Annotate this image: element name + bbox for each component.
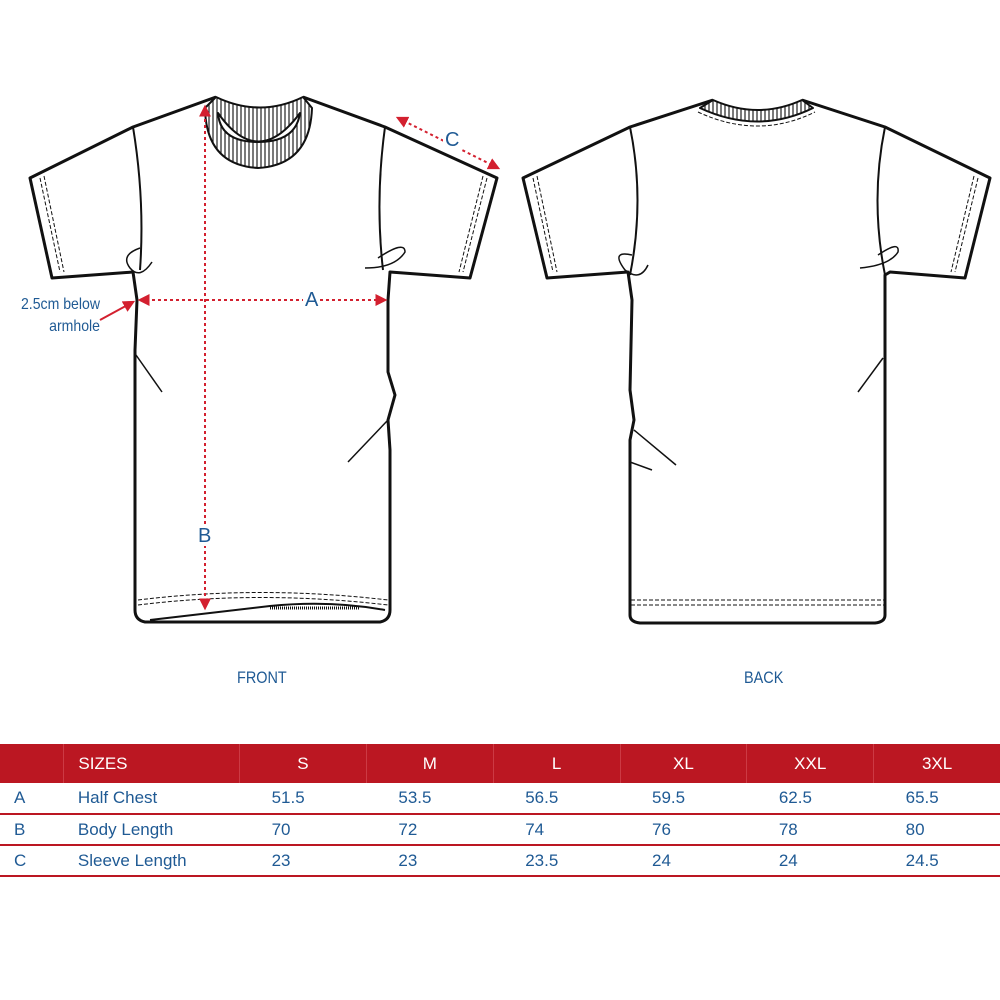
back-tshirt <box>521 98 992 625</box>
cell-3xl: 65.5 <box>873 783 1000 815</box>
cell-l: 56.5 <box>493 783 620 815</box>
cell-xxl: 24 <box>746 845 874 877</box>
cell-s: 70 <box>239 814 367 846</box>
cell-xl: 24 <box>620 845 747 877</box>
size-chart-header-row: SIZES S M L XL XXL 3XL <box>0 744 1000 783</box>
cell-xl: 76 <box>620 814 747 846</box>
row-name: Body Length <box>63 814 240 846</box>
header-size-m: M <box>366 744 494 783</box>
header-size-3xl: 3XL <box>873 744 1000 783</box>
tshirt-diagram: A B C 2.5cm below armhole FRONT BACK <box>0 95 992 687</box>
header-size-l: L <box>493 744 621 783</box>
dimension-label-c: C <box>443 129 462 151</box>
table-row-sleeve-length: C Sleeve Length 23 23 23.5 24 24 24.5 <box>0 845 1000 877</box>
table-row-body-length: B Body Length 70 72 74 76 78 80 <box>0 814 1000 846</box>
cell-l: 23.5 <box>493 845 620 877</box>
dimension-label-a: A <box>303 289 321 311</box>
header-code-cell <box>0 744 65 783</box>
cell-3xl: 80 <box>873 814 1000 846</box>
cell-s: 51.5 <box>239 783 367 815</box>
row-name: Half Chest <box>63 783 240 815</box>
cell-m: 23 <box>366 845 494 877</box>
front-tshirt <box>28 95 499 624</box>
row-name: Sleeve Length <box>63 845 240 877</box>
cell-m: 72 <box>366 814 494 846</box>
chest-point-note-line2: armhole <box>49 318 100 335</box>
cell-l: 74 <box>493 814 620 846</box>
back-view-label: BACK <box>744 668 784 687</box>
tshirt-illustrations <box>28 95 992 625</box>
size-chart-table: SIZES S M L XL XXL 3XL A Half Chest 51.5… <box>0 744 1000 877</box>
cell-xxl: 78 <box>746 814 874 846</box>
front-view-label: FRONT <box>237 668 287 687</box>
row-code: A <box>0 783 64 815</box>
header-sizes: SIZES <box>63 744 241 783</box>
header-size-s: S <box>239 744 367 783</box>
chest-point-note-line1: 2.5cm below <box>20 296 101 313</box>
cell-m: 53.5 <box>366 783 494 815</box>
row-code: C <box>0 845 64 877</box>
cell-3xl: 24.5 <box>873 845 1000 877</box>
row-code: B <box>0 814 64 846</box>
cell-s: 23 <box>239 845 367 877</box>
chest-point-note: 2.5cm below armhole <box>0 294 100 338</box>
cell-xxl: 62.5 <box>746 783 874 815</box>
table-row-half-chest: A Half Chest 51.5 53.5 56.5 59.5 62.5 65… <box>0 783 1000 815</box>
header-size-xxl: XXL <box>746 744 875 783</box>
cell-xl: 59.5 <box>620 783 747 815</box>
dimension-label-b: B <box>196 525 214 547</box>
header-size-xl: XL <box>620 744 748 783</box>
